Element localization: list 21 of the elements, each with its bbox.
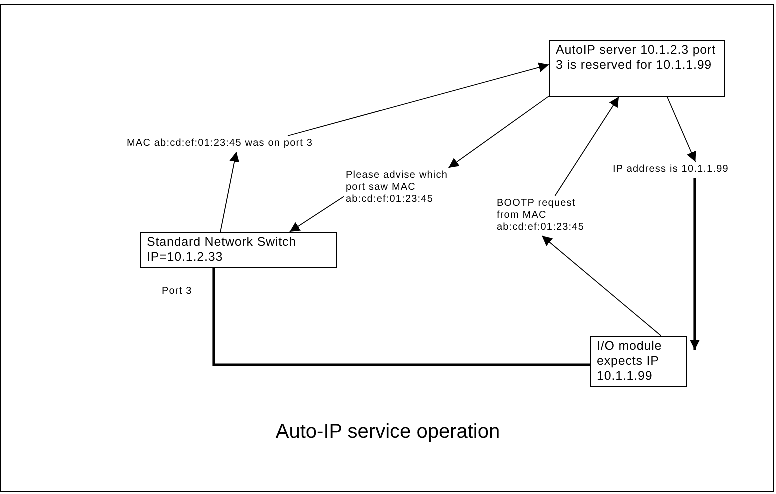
message-text: Please advise which port saw MAC ab:cd:ef:01:23:45 [346,170,450,206]
device-label: Standard Network Switch IP=10.1.2.33 [147,235,298,265]
device-label: AutoIP server 10.1.2.3 port 3 is reserved for 10.1.1.99 [556,43,717,73]
device-label: I/O module expects IP 10.1.1.99 [597,339,664,384]
arrow [542,236,662,336]
message-text: BOOTP request from MAC ab:cd:ef:01:23:45 [497,198,586,234]
arrow [666,96,696,162]
edge-label: Port 3 [162,286,192,297]
message-text: MAC ab:cd:ef:01:23:45 was on port 3 [127,138,314,150]
arrow [220,152,240,232]
arrow [690,178,700,350]
arrow [448,96,550,168]
device-box [549,40,725,97]
device-box [140,232,337,268]
arrow [554,96,620,196]
caption: Auto-IP service operation [276,421,500,443]
arrow [288,62,550,136]
message-text: IP address is 10.1.1.99 [613,164,729,176]
connection-line [212,268,590,366]
device-box [590,336,687,387]
arrow [289,196,344,232]
